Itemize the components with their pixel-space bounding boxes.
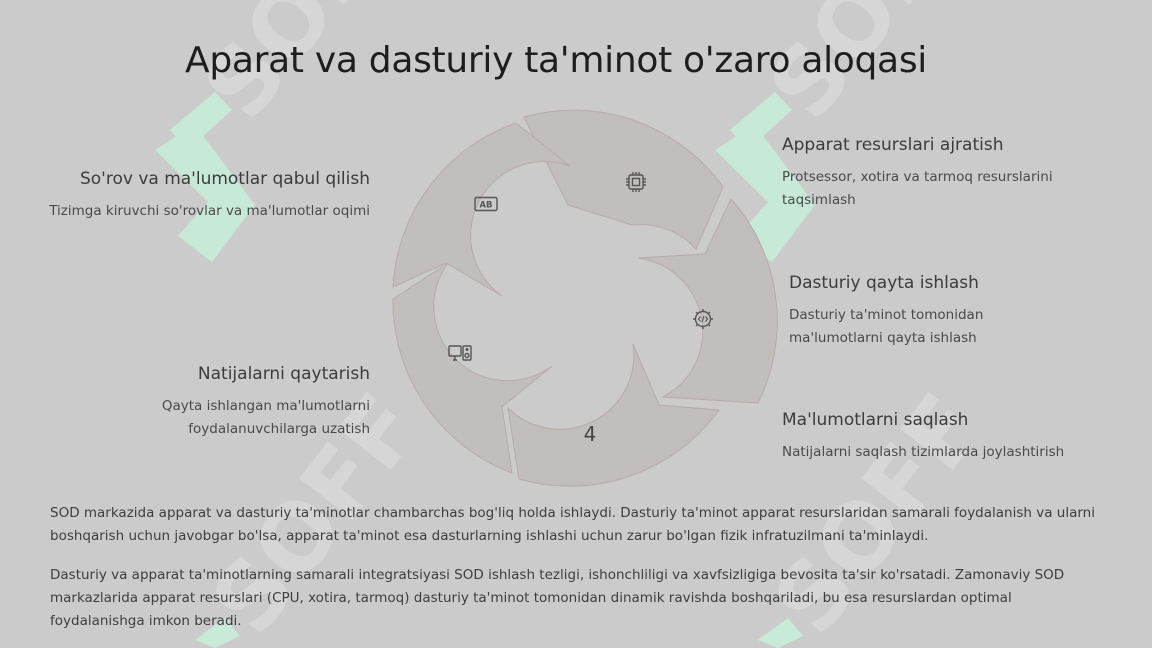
step-label-malumotlarni-saqlash: Ma'lumotlarni saqlash Natijalarni saqlas… [782, 409, 1112, 464]
step-label-apparat-resurslari: Apparat resurslari ajratish Protsessor, … [782, 134, 1082, 212]
svg-text:AB: AB [479, 201, 492, 211]
body-paragraph: SOD markazida apparat va dasturiy ta'min… [50, 505, 1095, 544]
step-title: Dasturiy qayta ishlash [789, 273, 979, 293]
ab-box-icon: AB [474, 196, 498, 212]
step-description: Protsessor, xotira va tarmoq resurslarin… [782, 169, 1053, 208]
monitor-speaker-icon [448, 345, 472, 361]
page-title: Aparat va dasturiy ta'minot o'zaro aloqa… [185, 40, 927, 81]
segment-apparat-resurslari[interactable] [523, 109, 724, 250]
step-description: Dasturiy ta'minot tomonidan ma'lumotlarn… [789, 307, 984, 346]
step-label-natijalarni-qaytarish: Natijalarni qaytarish Qayta ishlangan ma… [120, 363, 370, 441]
step-label-sorov-qabul-qilish: So'rov va ma'lumotlar qabul qilish Tizim… [20, 168, 370, 223]
segment-malumotlarni-saqlash[interactable] [507, 343, 720, 487]
cycle-hub [503, 224, 649, 370]
step-title: Ma'lumotlarni saqlash [782, 410, 969, 430]
cycle-ring [392, 109, 778, 487]
code-gear-icon [693, 309, 713, 329]
segment-dasturiy-qayta-ishlash[interactable] [637, 198, 778, 404]
segment-natijalarni-qaytarish[interactable] [392, 262, 553, 474]
step-description: Natijalarni saqlash tizimlarda joylashti… [782, 444, 1065, 460]
cpu-icon [626, 172, 646, 192]
segment-number-label: 4 [584, 422, 597, 446]
step-description: Tizimga kiruvchi so'rovlar va ma'lumotla… [49, 203, 370, 219]
step-title: Apparat resurslari ajratish [782, 135, 1004, 155]
step-title: So'rov va ma'lumotlar qabul qilish [79, 169, 370, 189]
step-description: Qayta ishlangan ma'lumotlarni foydalanuv… [161, 398, 370, 437]
body-paragraph: Dasturiy va apparat ta'minotlarning sama… [50, 567, 1065, 629]
step-title: Natijalarni qaytarish [197, 364, 370, 384]
step-label-dasturiy-qayta-ishlash: Dasturiy qayta ishlash Dasturiy ta'minot… [789, 272, 1089, 350]
segment-sorov-qabul-qilish[interactable] [392, 122, 571, 297]
